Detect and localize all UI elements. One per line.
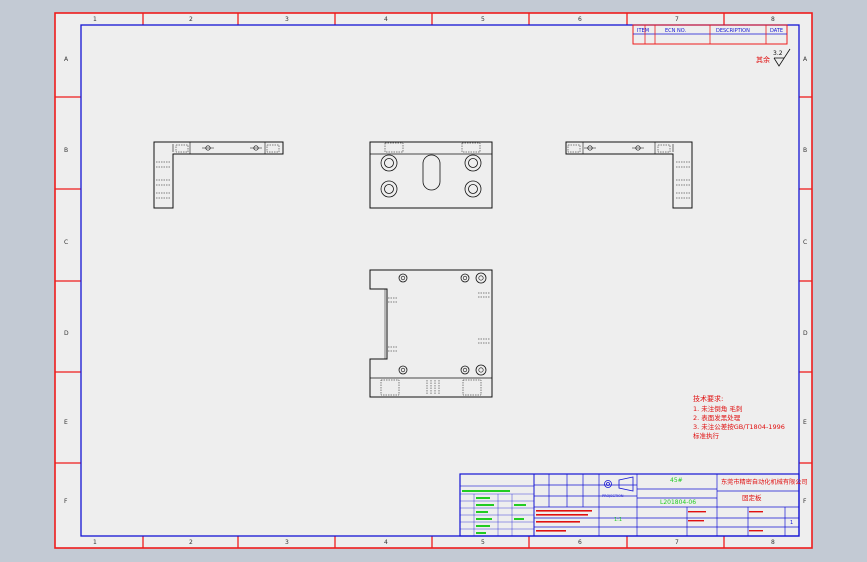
zone-row-d: D: [64, 330, 69, 337]
notes-line-1: 1. 未注倒角 毛刺: [693, 404, 742, 413]
zone-row-b-right: B: [803, 147, 807, 154]
notes-line-3: 3. 未注公差按GB/T1804-1996: [693, 422, 785, 431]
material: 45#: [670, 477, 683, 484]
notes-line-2: 2. 表面发黑处理: [693, 413, 741, 422]
surface-other-label: 其余: [756, 55, 770, 64]
zone-col-2-bottom: 2: [189, 539, 193, 546]
sheet-background: [55, 13, 812, 548]
company-name: 东莞市精密自动化机械有限公司: [721, 478, 808, 486]
screw-hole: [475, 272, 487, 284]
zone-row-c-right: C: [803, 239, 807, 246]
zone-col-5-bottom: 5: [481, 539, 485, 546]
zone-col-8-bottom: 8: [771, 539, 775, 546]
projection-label: PROJECTION: [602, 494, 624, 498]
surface-roughness: 其余 3.2: [756, 48, 791, 67]
right-side-view: [565, 141, 693, 209]
zone-col-6: 6: [578, 16, 582, 23]
zone-col-2: 2: [189, 16, 193, 23]
roughness-check-icon: [773, 48, 791, 67]
counterbore-hole: [464, 154, 482, 172]
zone-col-6-bottom: 6: [578, 539, 582, 546]
rev-header-item: ITEM: [637, 28, 649, 34]
zone-col-3: 3: [285, 16, 289, 23]
title-block: PROJECTION 东莞市精密自动化机械有限公司 固定板 45# L20180…: [459, 473, 808, 537]
zone-row-d-right: D: [803, 330, 808, 337]
zone-col-7: 7: [675, 16, 679, 23]
zone-row-e: E: [64, 419, 68, 426]
zone-row-f: F: [64, 498, 68, 505]
zone-row-a-right: A: [803, 56, 808, 63]
zone-col-3-bottom: 3: [285, 539, 289, 546]
zone-col-4: 4: [384, 16, 388, 23]
roughness-value: 3.2: [773, 50, 783, 57]
front-view: [369, 141, 493, 209]
screw-hole: [475, 364, 487, 376]
zone-col-8: 8: [771, 16, 775, 23]
top-view: [369, 269, 493, 398]
screw-hole: [460, 365, 470, 375]
rev-header-description: DESCRIPTION: [716, 28, 750, 34]
revision-table: ITEM ECN NO. DESCRIPTION DATE: [632, 24, 788, 45]
zone-row-a: A: [64, 56, 69, 63]
zone-col-1-bottom: 1: [93, 539, 97, 546]
slot: [422, 154, 441, 191]
zone-col-1: 1: [93, 16, 97, 23]
zone-row-f-right: F: [803, 498, 807, 505]
projection-symbol-icon: [604, 476, 634, 492]
rev-header-date: DATE: [770, 28, 783, 34]
left-side-view: [153, 141, 284, 209]
drawing-number: L201804-06: [660, 499, 696, 506]
counterbore-hole: [380, 180, 398, 198]
sheet-number: 1: [790, 520, 793, 526]
zone-row-b: B: [64, 147, 68, 154]
rev-header-ecn: ECN NO.: [665, 28, 686, 34]
technical-notes: 技术要求: 1. 未注倒角 毛刺 2. 表面发黑处理 3. 未注公差按GB/T1…: [693, 394, 785, 440]
scale-value: 1:1: [614, 517, 622, 523]
screw-hole: [460, 273, 470, 283]
zone-col-5: 5: [481, 16, 485, 23]
inner-border: [80, 24, 800, 537]
screw-hole: [398, 365, 408, 375]
counterbore-hole: [464, 180, 482, 198]
part-name: 固定板: [742, 493, 762, 502]
counterbore-hole: [380, 154, 398, 172]
zone-col-7-bottom: 7: [675, 539, 679, 546]
notes-title: 技术要求:: [693, 394, 723, 403]
zone-row-e-right: E: [803, 419, 807, 426]
zone-row-c: C: [64, 239, 68, 246]
notes-line-4: 标准执行: [693, 431, 720, 440]
zone-col-4-bottom: 4: [384, 539, 388, 546]
screw-hole: [398, 273, 408, 283]
zone-ticks: [55, 13, 812, 548]
